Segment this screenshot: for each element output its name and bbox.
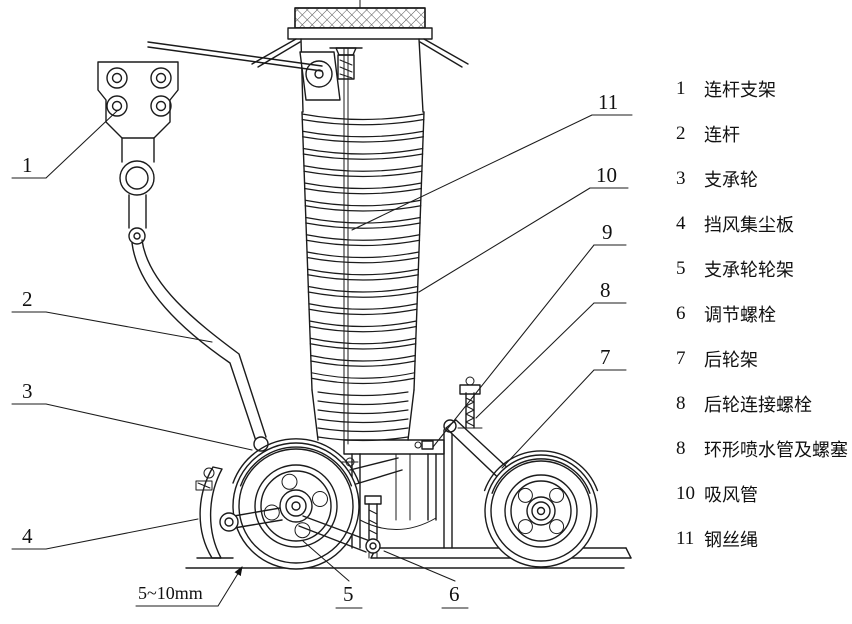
legend-item-number: 5 [676,257,686,279]
legend-row: 7 后轮架 [676,336,852,381]
legend-item-number: 2 [676,122,686,144]
callout-7: 7 [600,345,611,369]
legend-item-number: 7 [676,347,686,369]
legend-item-label: 钢丝绳 [704,529,758,550]
legend-item-label: 吸风管 [704,484,758,505]
callout-3: 3 [22,379,33,403]
callout-6: 6 [449,582,460,606]
callout-2: 2 [22,287,33,311]
legend-row: 3 支承轮 [676,156,852,201]
dimension-label: 5~10mm [138,583,203,603]
legend-item-number: 8 [676,437,686,459]
support-wheel [219,438,403,570]
legend-item-label: 连杆 [704,124,740,145]
top-flange [251,7,469,113]
legend-row: 8 后轮连接螺栓 [676,381,852,426]
rod-bracket [97,61,179,245]
legend-item-label: 连杆支架 [704,79,776,100]
adjusting-bolt [364,495,382,559]
suction-pipe-bellows [301,111,434,450]
legend-row: 1 连杆支架 [676,66,852,111]
legend-item-number: 8 [676,392,686,414]
callout-8: 8 [600,278,611,302]
wire-rope [329,47,363,445]
top-linkage-rod [147,41,323,72]
legend-item-label: 挡风集尘板 [704,214,794,235]
callout-9: 9 [602,220,613,244]
legend-row: 6 调节螺栓 [676,291,852,336]
legend-row: 5 支承轮轮架 [676,246,852,291]
legend-item-label: 环形喷水管及螺塞 [704,439,848,460]
spray-pipe-plug [421,440,434,450]
wheel-fork [232,438,360,484]
legend-item-number: 6 [676,302,686,324]
legend-item-label: 支承轮轮架 [704,259,794,280]
callout-5: 5 [343,582,354,606]
rear-wheel [483,450,599,568]
connecting-rod [131,239,269,452]
legend-item-number: 10 [676,482,695,504]
callout-10: 10 [596,163,617,187]
legend-row: 2 连杆 [676,111,852,156]
callout-leaders [11,109,633,609]
dust-guard-plate [195,466,234,559]
legend-row: 10 吸风管 [676,471,852,516]
legend-item-label: 后轮连接螺栓 [704,394,812,415]
callout-1: 1 [22,153,33,177]
legend-row: 4 挡风集尘板 [676,201,852,246]
legend-row: 8 环形喷水管及螺塞 [676,426,852,471]
legend-row: 11 钢丝绳 [676,516,852,561]
callout-11: 11 [598,90,618,114]
legend-item-number: 1 [676,77,686,99]
legend-item-number: 3 [676,167,686,189]
legend-item-number: 11 [676,527,695,549]
pulley-bracket [299,51,341,101]
legend-item-label: 调节螺栓 [704,304,776,325]
legend-item-number: 4 [676,212,686,234]
legend-item-label: 支承轮 [704,169,758,190]
callout-4: 4 [22,524,33,548]
legend-item-label: 后轮架 [704,349,758,370]
